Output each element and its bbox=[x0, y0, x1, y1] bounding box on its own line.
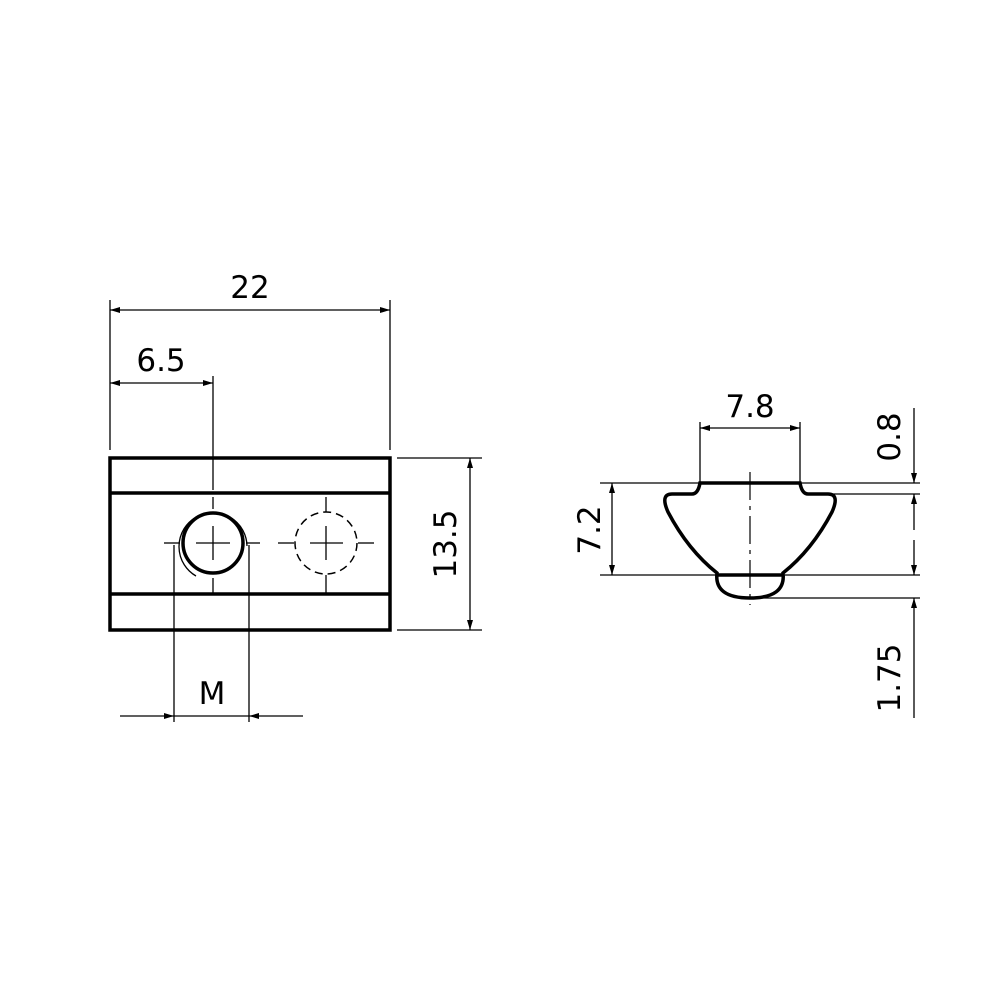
dim-dome-label: 1.75 bbox=[872, 643, 908, 712]
dim-height-label: 7.2 bbox=[572, 505, 608, 554]
dim-width-label: 13.5 bbox=[428, 509, 464, 578]
top-view: 22 6.5 13.5 M bbox=[108, 270, 482, 722]
nut-outline bbox=[108, 456, 392, 632]
dim-shoulder-label: 0.8 bbox=[872, 412, 908, 461]
side-view: 7.8 7.2 0.8 1.75 bbox=[572, 389, 920, 718]
thread-arc bbox=[178, 511, 248, 577]
dim-length-label: 22 bbox=[230, 270, 269, 306]
dim-top-width-label: 7.8 bbox=[725, 389, 774, 425]
center-marks bbox=[164, 497, 374, 593]
dim-thread-label: M bbox=[199, 676, 226, 712]
dim-hole-offset-label: 6.5 bbox=[136, 343, 185, 379]
